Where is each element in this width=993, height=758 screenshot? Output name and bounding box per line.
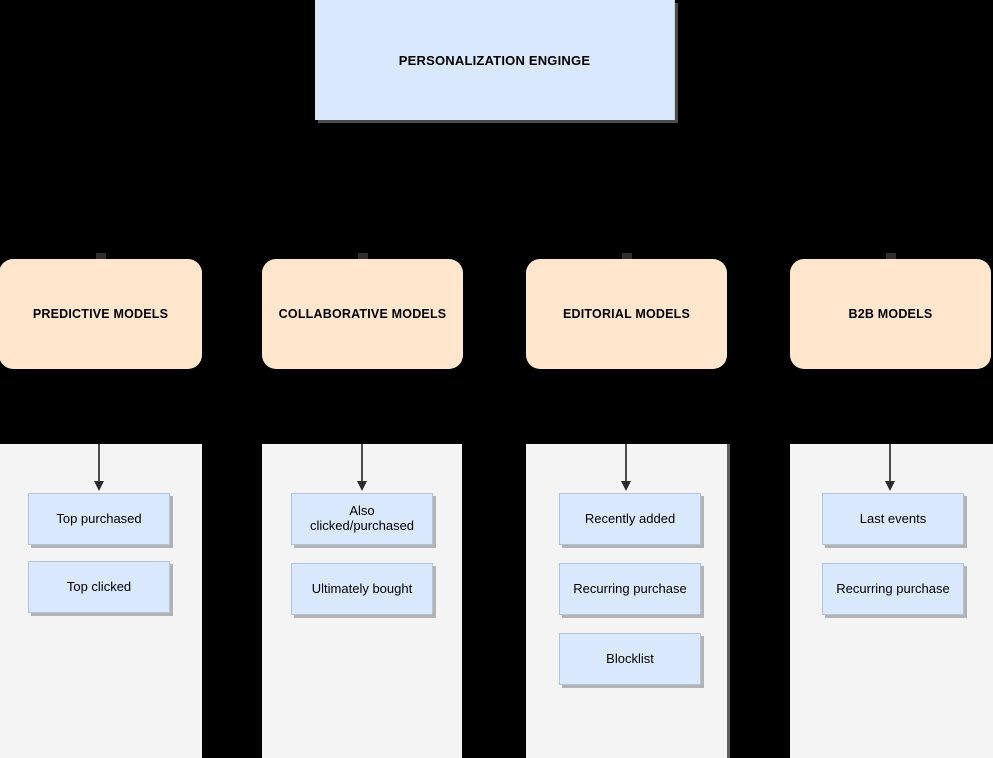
leaf-node-label: Top clicked [66,578,132,594]
model-node-label: COLLABORATIVE MODELS [278,307,447,321]
connector-stub-icon [885,253,896,259]
model-group-collaborative: Also clicked/purchased Ultimately bought [262,444,462,758]
arrow-down-icon [885,444,895,491]
leaf-node-label: Recurring purchase [836,580,950,596]
leaf-node-label: Last events [859,510,927,526]
leaf-node[interactable]: Recurring purchase [822,563,964,615]
leaf-node[interactable]: Ultimately bought [291,563,433,615]
leaf-node[interactable]: Top clicked [28,561,170,613]
engine-node[interactable]: PERSONALIZATION ENGINGE [315,0,675,120]
leaf-node[interactable]: Recently added [559,493,701,545]
leaf-node[interactable]: Last events [822,493,964,545]
leaf-node[interactable]: Top purchased [28,493,170,545]
connector-stub-icon [621,253,632,259]
arrow-down-icon [94,444,104,491]
leaf-node-label: Also clicked/purchased [309,503,415,533]
model-node-predictive[interactable]: PREDICTIVE MODELS [0,253,202,369]
leaf-node-label: Recurring purchase [573,580,687,596]
leaf-node[interactable]: Blocklist [559,633,701,685]
model-node-label: B2B MODELS [848,307,933,321]
connector-stub-icon [357,253,368,259]
leaf-node[interactable]: Recurring purchase [559,563,701,615]
model-group-editorial: Recently added Recurring purchase Blockl… [526,444,727,758]
leaf-node-label: Blocklist [606,650,654,666]
arrow-down-icon [357,444,367,491]
model-node-label: PREDICTIVE MODELS [32,307,169,321]
leaf-node[interactable]: Also clicked/purchased [291,493,433,545]
leaf-node-label: Ultimately bought [311,580,413,596]
model-node-editorial[interactable]: EDITORIAL MODELS [526,253,727,369]
model-node-b2b[interactable]: B2B MODELS [790,253,991,369]
model-group-predictive: Top purchased Top clicked [0,444,202,758]
model-group-b2b: Last events Recurring purchase [790,444,993,758]
engine-node-label: PERSONALIZATION ENGINGE [398,52,591,68]
leaf-node-label: Top purchased [56,510,142,526]
connector-stub-icon [95,253,106,259]
arrow-down-icon [621,444,631,491]
model-node-label: EDITORIAL MODELS [562,307,691,321]
model-node-collaborative[interactable]: COLLABORATIVE MODELS [262,253,463,369]
leaf-node-label: Recently added [584,510,676,526]
